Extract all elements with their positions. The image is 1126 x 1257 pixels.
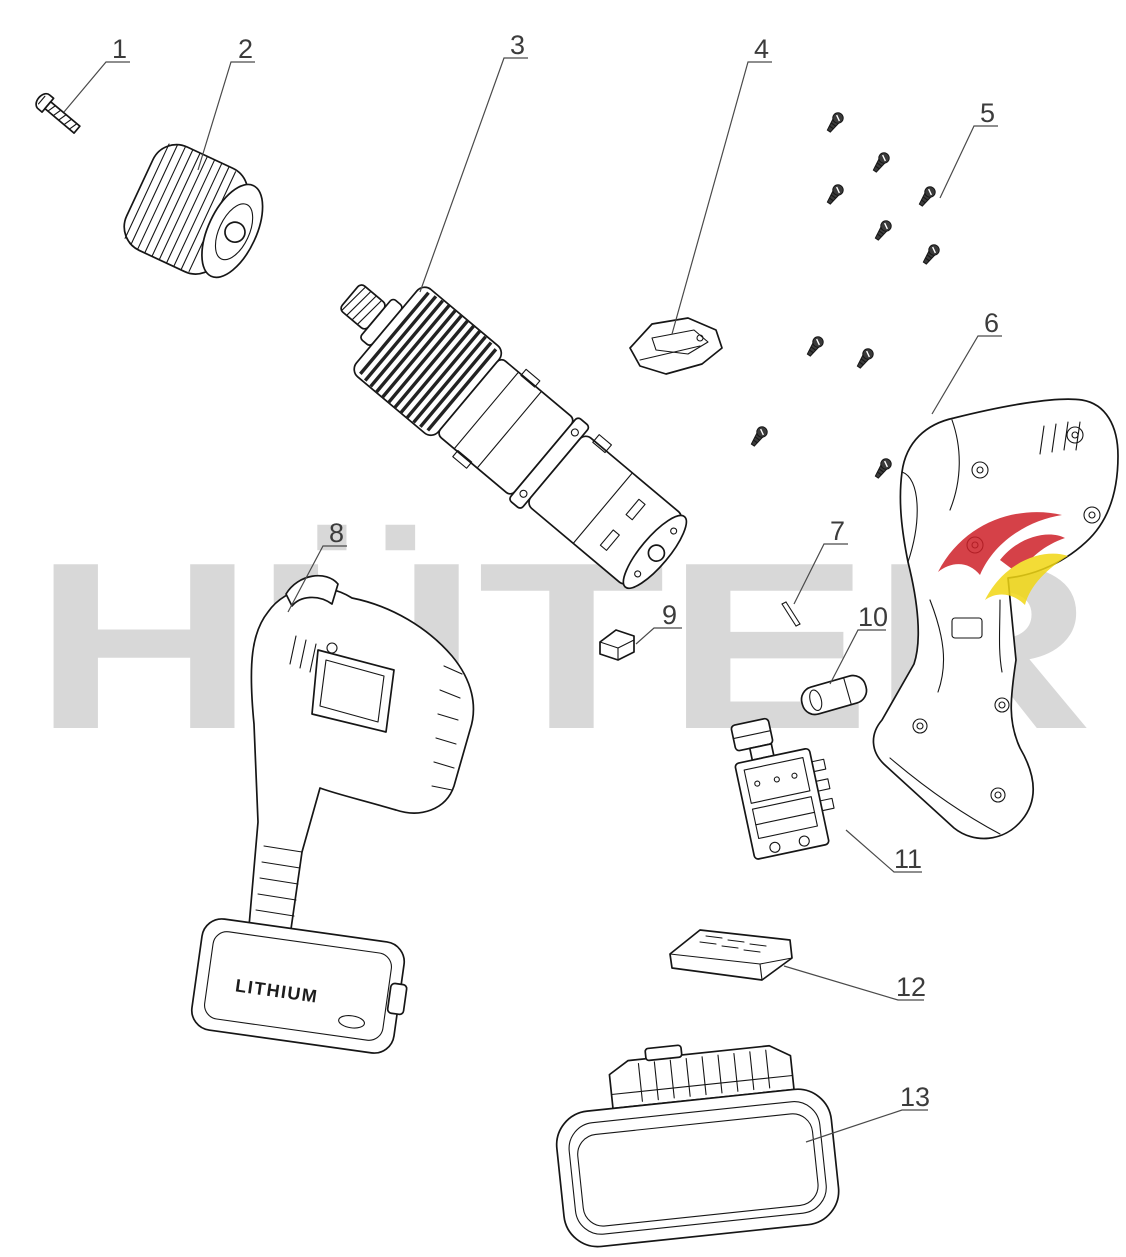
screw-icon (915, 184, 938, 209)
part-gearbox-motor-assembly (340, 284, 688, 590)
part-screw (35, 92, 81, 134)
part-trigger-switch (730, 717, 835, 860)
leader-line-7 (793, 543, 848, 605)
screw-icon (871, 218, 894, 243)
part-label-12: 12 (896, 972, 926, 1002)
screw-icon (747, 424, 770, 449)
part-battery-pack (555, 1044, 840, 1248)
leader-line-5 (939, 125, 998, 199)
leader-line-9 (635, 627, 682, 645)
part-label-9: 9 (662, 600, 677, 630)
part-left-housing: LITHIUM (190, 574, 475, 1054)
leader-lines (63, 57, 1002, 1143)
part-label-1: 1 (112, 34, 127, 64)
part-cylinder (800, 674, 868, 716)
screw-icon (803, 334, 826, 359)
huter-logo-mark (938, 512, 1068, 605)
part-pin (781, 601, 801, 627)
part-cap (599, 629, 635, 661)
part-chuck (123, 143, 264, 279)
part-label-8: 8 (329, 518, 344, 548)
leader-line-11 (845, 829, 922, 873)
part-label-4: 4 (754, 34, 769, 64)
leader-line-13 (805, 1109, 928, 1143)
part-label-3: 3 (510, 30, 525, 60)
screw-icon (823, 110, 846, 135)
leader-line-1 (63, 61, 130, 113)
leader-line-10 (829, 629, 886, 685)
part-screws-set (747, 110, 942, 481)
part-number-labels: 1 2 3 4 5 6 7 8 9 10 11 12 13 (112, 30, 999, 1112)
screw-icon (853, 346, 876, 371)
leader-line-6 (931, 335, 1002, 415)
screw-icon (823, 182, 846, 207)
part-label-11: 11 (894, 844, 922, 874)
leader-line-8 (287, 545, 347, 613)
screw-icon (919, 242, 942, 267)
leader-line-4 (671, 61, 772, 335)
part-label-10: 10 (858, 602, 888, 632)
leader-line-2 (197, 61, 255, 171)
part-label-6: 6 (984, 308, 999, 338)
part-label-13: 13 (900, 1082, 930, 1112)
screw-icon (871, 456, 894, 481)
part-label-2: 2 (238, 34, 253, 64)
part-label-5: 5 (980, 98, 995, 128)
screw-icon (869, 150, 892, 175)
leader-line-3 (419, 57, 528, 293)
part-bracket (629, 317, 723, 375)
leader-line-12 (783, 965, 924, 1001)
part-terminal-plate (669, 929, 793, 981)
part-label-7: 7 (830, 516, 845, 546)
